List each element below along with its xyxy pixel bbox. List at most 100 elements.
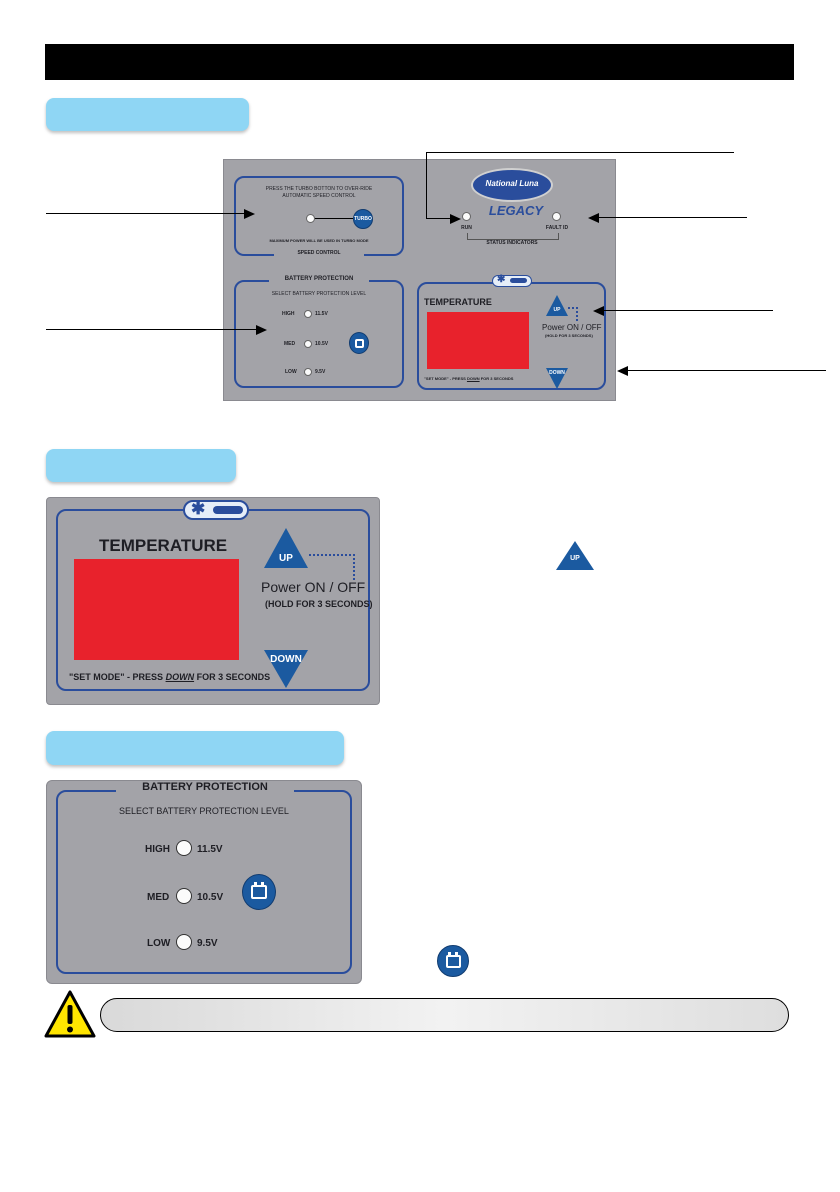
turbo-label: TURBO <box>354 216 372 222</box>
speed-instruction: PRESS THE TURBO BOTTON TO OVER-RIDE <box>265 186 373 192</box>
battery-icon <box>355 339 364 348</box>
cooling-badge: ✱ <box>183 499 249 520</box>
battery-med-led-small[interactable] <box>304 340 312 348</box>
temperature-panel: ✱ TEMPERATURE "SET MODE" - PRESS DOWN FO… <box>46 497 380 705</box>
turbo-button[interactable]: TURBO <box>353 209 373 229</box>
battery-high-volt-small: 11.5V <box>315 311 328 317</box>
speed-instruction-2: AUTOMATIC SPEED CONTROL <box>282 193 356 199</box>
callout-line-run-h2 <box>426 218 450 219</box>
arrow-icon <box>588 213 599 223</box>
set-mode-text-3: FOR 3 SECONDS <box>196 672 271 682</box>
set-mode-text-1: "SET MODE" - PRESS <box>424 376 466 381</box>
set-mode-text-2: DOWN <box>165 672 195 682</box>
temperature-title: TEMPERATURE <box>99 536 228 555</box>
battery-title-small: BATTERY PROTECTION <box>269 276 369 282</box>
set-mode-note-small: "SET MODE" - PRESS DOWN FOR 3 SECONDS <box>424 376 513 381</box>
run-led <box>462 212 471 221</box>
brand-logo: National Luna <box>471 168 553 202</box>
up-button[interactable] <box>264 528 308 568</box>
up-button-icon <box>556 541 594 570</box>
battery-button-icon <box>437 945 469 977</box>
speed-control-legend: SPEED CONTROL <box>274 250 364 256</box>
up-label-small: UP <box>553 307 561 313</box>
warning-bar <box>100 998 789 1032</box>
callout-line-up <box>604 310 773 311</box>
battery-high-led[interactable] <box>176 840 192 856</box>
battery-title: BATTERY PROTECTION <box>116 781 294 793</box>
up-label: UP <box>279 553 293 564</box>
battery-high-label-small: HIGH <box>282 311 295 317</box>
arrow-icon <box>617 366 628 376</box>
set-mode-note: "SET MODE" - PRESS DOWN FOR 3 SECONDS <box>69 672 270 682</box>
battery-high-label: HIGH <box>145 844 170 855</box>
battery-button-small[interactable] <box>349 332 369 354</box>
model-name: LEGACY <box>488 203 544 218</box>
battery-low-volt: 9.5V <box>197 938 218 949</box>
set-mode-text-3: FOR 3 SECONDS <box>480 376 514 381</box>
cooling-dots <box>510 278 527 283</box>
header-bar <box>45 44 794 80</box>
battery-low-label-small: LOW <box>285 369 297 375</box>
temperature-title-small: TEMPERATURE <box>424 297 492 307</box>
up-dotted-link <box>309 554 355 580</box>
up-dotted-link-small <box>568 307 578 321</box>
section-pill-1 <box>46 98 249 131</box>
battery-low-volt-small: 9.5V <box>315 369 326 375</box>
cooling-badge-small: ✱ <box>492 274 532 287</box>
hold-label-small: (HOLD FOR 3 SECONDS) <box>545 333 593 338</box>
battery-icon-terminal-left <box>448 952 451 955</box>
set-mode-text-1: "SET MODE" - PRESS <box>69 672 164 682</box>
down-label: DOWN <box>270 654 302 665</box>
turbo-led <box>306 214 315 223</box>
battery-button[interactable] <box>242 874 276 910</box>
run-label: RUN <box>461 225 472 231</box>
battery-sub-small: SELECT BATTERY PROTECTION LEVEL <box>271 291 367 297</box>
battery-med-label-small: MED <box>284 341 296 347</box>
set-mode-text-2: DOWN <box>466 376 480 381</box>
battery-low-led[interactable] <box>176 934 192 950</box>
turbo-note: MAXIMUM POWER WILL BE USED IN TURBO MODE <box>269 238 369 243</box>
warning-icon <box>44 990 96 1038</box>
down-button[interactable] <box>264 650 308 688</box>
temperature-display <box>74 559 239 660</box>
down-button-small[interactable] <box>546 368 568 389</box>
control-panel: PRESS THE TURBO BOTTON TO OVER-RIDE AUTO… <box>223 159 616 401</box>
fault-label: FAULT ID <box>545 225 569 231</box>
fault-led <box>552 212 561 221</box>
snowflake-icon: ✱ <box>497 274 506 285</box>
arrow-icon <box>450 214 461 224</box>
down-label-small: DOWN <box>549 370 565 376</box>
callout-line-run-h <box>426 152 734 153</box>
battery-med-volt-small: 10.5V <box>315 341 329 347</box>
up-icon-label: UP <box>570 555 580 562</box>
battery-icon-terminal-right <box>261 882 264 885</box>
arrow-icon <box>256 325 267 335</box>
section-pill-2 <box>46 449 236 482</box>
callout-line-run-v <box>426 152 427 218</box>
battery-med-led[interactable] <box>176 888 192 904</box>
battery-high-led-small[interactable] <box>304 310 312 318</box>
battery-low-led-small[interactable] <box>304 368 312 376</box>
callout-line-fault <box>599 217 747 218</box>
arrow-icon <box>593 306 604 316</box>
up-button-small[interactable] <box>546 295 568 316</box>
battery-icon <box>251 885 267 899</box>
battery-icon-terminal-left <box>254 882 257 885</box>
hold-label: (HOLD FOR 3 SECONDS) <box>265 599 373 609</box>
arrow-icon <box>244 209 255 219</box>
battery-med-label: MED <box>147 892 170 903</box>
turbo-connector <box>315 218 353 219</box>
battery-high-volt: 11.5V <box>197 844 223 855</box>
battery-low-label: LOW <box>147 938 171 949</box>
status-bracket <box>467 233 559 240</box>
power-label: Power ON / OFF <box>261 579 366 595</box>
cooling-dots <box>213 506 243 514</box>
brand-logo-text: National Luna <box>485 179 539 188</box>
callout-line-down <box>628 370 826 371</box>
power-label-small: Power ON / OFF <box>542 323 602 332</box>
callout-line-battery <box>46 329 256 330</box>
snowflake-icon: ✱ <box>191 499 206 518</box>
section-pill-3 <box>46 731 344 765</box>
callout-line-speed <box>46 213 244 214</box>
battery-icon-terminal-right <box>455 952 458 955</box>
